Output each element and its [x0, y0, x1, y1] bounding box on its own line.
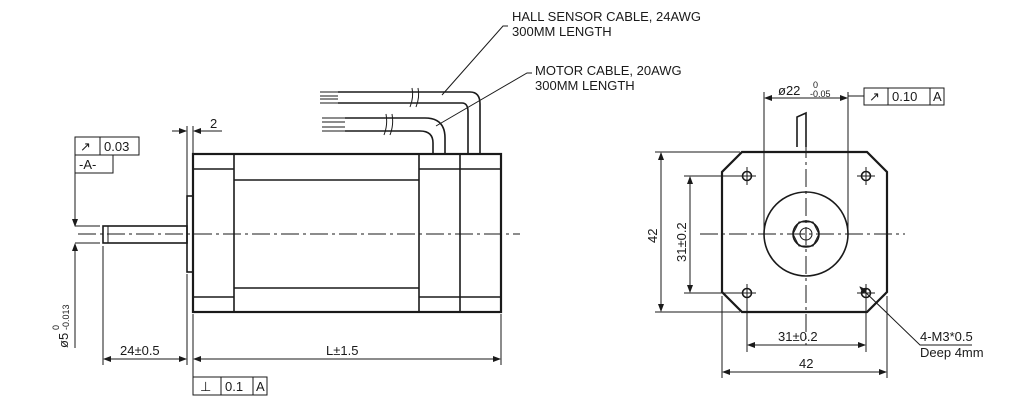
hole-spec-label-1: 4-M3*0.5 [920, 329, 973, 344]
hole-spec-label-2: Deep 4mm [920, 345, 984, 360]
hall-cable-leader [441, 25, 508, 96]
dim-shaft-diameter [72, 225, 100, 348]
perpendicularity-frame [192, 376, 268, 396]
hole-spec-leader [859, 286, 972, 346]
motor-cable-leader [435, 72, 532, 127]
flange-thickness-label: 2 [210, 116, 217, 131]
datum-frame [74, 154, 114, 174]
side-view [72, 25, 532, 396]
perpendicularity-symbol: ⊥ [200, 379, 211, 394]
front-flange [720, 150, 889, 314]
svg-text:ø22: ø22 [778, 83, 800, 98]
dim-shaft-length [102, 246, 188, 365]
height-overall-label: 42 [645, 229, 660, 243]
shaft-diameter-label: ø5 0 -0.013 [51, 304, 71, 348]
front-view [655, 87, 972, 378]
datum-label: -A- [79, 157, 96, 172]
front-runout-symbol: ↗ [869, 89, 880, 104]
perpendicularity-value: 0.1 [225, 379, 243, 394]
svg-text:0: 0 [51, 325, 61, 330]
svg-text:0: 0 [813, 80, 818, 90]
motor-body [191, 152, 503, 314]
motor-cable-label-2: 300MM LENGTH [535, 78, 635, 93]
hall-cable-label-1: HALL SENSOR CABLE, 24AWG [512, 9, 701, 24]
runout-value: 0.03 [104, 139, 129, 154]
front-runout-value: 0.10 [892, 89, 917, 104]
width-holes-label: 31±0.2 [778, 329, 818, 344]
body-length-label: L±1.5 [326, 343, 358, 358]
motor-cable [322, 113, 446, 154]
runout-symbol: ↗ [80, 139, 91, 154]
hall-cable-label-2: 300MM LENGTH [512, 24, 612, 39]
motor-cable-label-1: MOTOR CABLE, 20AWG [535, 63, 682, 78]
shaft-length-label: 24±0.5 [120, 343, 160, 358]
runout-frame [72, 136, 140, 227]
height-holes-label: 31±0.2 [674, 222, 689, 262]
shaft-flat [796, 111, 807, 147]
front-runout-datum: A [933, 89, 942, 104]
dim-height-holes [684, 175, 740, 294]
svg-text:ø5: ø5 [56, 333, 71, 348]
perpendicularity-datum: A [256, 379, 265, 394]
dim-width-overall [721, 296, 888, 378]
dim-pilot-diameter [763, 92, 849, 234]
front-runout-frame [848, 87, 945, 106]
dim-width-holes [746, 300, 867, 352]
hall-cable [320, 87, 481, 154]
width-overall-label: 42 [799, 356, 813, 371]
pilot-diameter-label: ø22 0 -0.05 [778, 80, 831, 99]
dim-height-overall [655, 151, 740, 313]
dim-flange-thickness [172, 126, 222, 196]
svg-text:-0.05: -0.05 [810, 89, 831, 99]
svg-text:-0.013: -0.013 [61, 304, 71, 330]
